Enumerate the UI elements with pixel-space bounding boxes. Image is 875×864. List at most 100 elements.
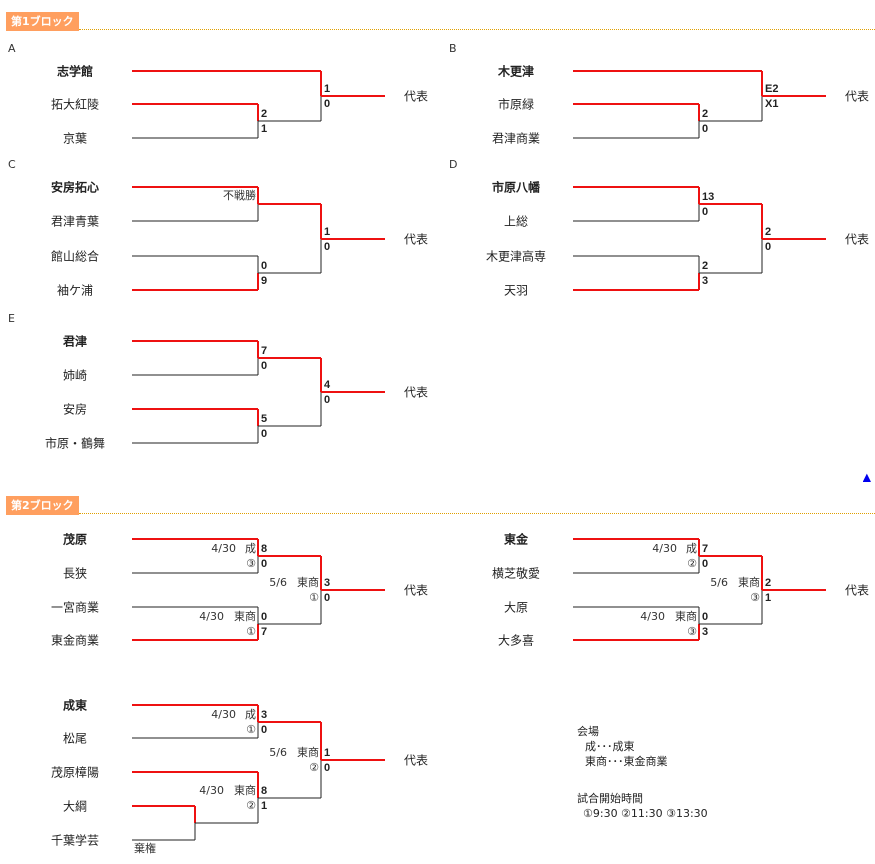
- team-name: 上総: [503, 214, 528, 229]
- score-bottom: 0: [702, 123, 709, 135]
- score-bottom: 3: [702, 275, 709, 287]
- match-venue: 成: [245, 542, 256, 555]
- score-top: 13: [702, 191, 715, 203]
- venue-item: 東商･･･東金商業: [585, 755, 668, 768]
- match-slot: ②: [246, 799, 256, 812]
- representative-label: 代表: [404, 753, 429, 768]
- match-venue: 東商: [675, 610, 697, 623]
- team-name: 茂原: [62, 532, 87, 547]
- team-name: 大多喜: [497, 633, 534, 648]
- match-slot: ②: [309, 761, 319, 774]
- score-top: 0: [261, 611, 268, 623]
- score-bottom: X1: [765, 98, 779, 110]
- team-name: 市原・鶴舞: [44, 436, 105, 451]
- match-slot: ③: [750, 591, 760, 604]
- score-top: 1: [324, 747, 331, 759]
- score-bottom: 0: [702, 558, 709, 570]
- score-bottom: 0: [261, 428, 268, 440]
- team-name: 一宮商業: [50, 600, 99, 615]
- team-name: 長狭: [62, 566, 87, 581]
- score-bottom: 0: [765, 241, 772, 253]
- match-venue: 東商: [234, 784, 256, 797]
- match-venue: 東商: [297, 746, 319, 759]
- score-bottom: 0: [261, 558, 268, 570]
- team-name: 君津: [62, 334, 87, 349]
- group-label: D: [449, 158, 458, 171]
- team-name: 東金商業: [50, 633, 99, 648]
- representative-label: 代表: [404, 232, 429, 247]
- team-name: 志学館: [56, 64, 93, 79]
- match-date: 5/6: [269, 746, 287, 759]
- team-name: 千葉学芸: [50, 833, 99, 848]
- representative-label: 代表: [404, 385, 429, 400]
- score-top: 7: [261, 345, 268, 357]
- score-top: 2: [261, 108, 268, 120]
- match-date: 5/6: [269, 576, 287, 589]
- score-bottom: 1: [765, 592, 772, 604]
- representative-label: 代表: [845, 232, 870, 247]
- team-name: 茂原樟陽: [50, 765, 99, 780]
- score-bottom: 0: [702, 206, 709, 218]
- match-slot: ①: [309, 591, 319, 604]
- team-name: 成東: [62, 698, 87, 713]
- group-label: A: [8, 42, 16, 55]
- score-top: 0: [261, 260, 268, 272]
- block-2-divider: [78, 513, 875, 514]
- team-name: 天羽: [503, 283, 528, 298]
- back-to-top-link[interactable]: ▲: [863, 472, 871, 483]
- score-top: 1: [324, 226, 331, 238]
- match-slot: ③: [687, 625, 697, 638]
- block-1-header: 第1ブロック: [6, 12, 875, 31]
- representative-label: 代表: [845, 89, 870, 104]
- score-top: 2: [765, 226, 772, 238]
- team-name: 館山総合: [50, 249, 99, 264]
- representative-label: 代表: [404, 89, 429, 104]
- match-date: 4/30: [199, 784, 224, 797]
- score-bottom: 9: [261, 275, 268, 287]
- score-top: 3: [261, 709, 268, 721]
- team-name: 安房拓心: [50, 180, 99, 195]
- score-bottom: 0: [324, 241, 331, 253]
- match-slot: ③: [246, 557, 256, 570]
- venue-title: 会場: [577, 725, 599, 738]
- score-bottom: 0: [324, 762, 331, 774]
- score-top: 4: [324, 379, 331, 391]
- score-bottom: 7: [261, 626, 268, 638]
- score-top: 7: [702, 543, 709, 555]
- team-name: 木更津: [497, 64, 534, 79]
- match-date: 4/30: [199, 610, 224, 623]
- team-name: 拓大紅陵: [50, 97, 99, 112]
- team-name: 東金: [503, 532, 528, 547]
- team-name: 松尾: [62, 731, 87, 746]
- team-name: 京葉: [62, 131, 87, 146]
- score-top: 2: [702, 260, 709, 272]
- representative-label: 代表: [404, 583, 429, 598]
- score-top: 2: [765, 577, 772, 589]
- team-name: 横芝敬愛: [491, 566, 540, 581]
- score-bottom: 0: [324, 394, 331, 406]
- team-name: 大綱: [62, 799, 87, 814]
- team-name: 君津商業: [491, 131, 540, 146]
- score-bottom: 0: [261, 360, 268, 372]
- match-venue: 成: [686, 542, 697, 555]
- match-slot: ①: [246, 723, 256, 736]
- block-2-header: 第2ブロック: [6, 496, 875, 515]
- triangle-up-icon: ▲: [863, 472, 871, 483]
- block-2-title: 第2ブロック: [6, 496, 79, 515]
- team-name: 市原緑: [497, 97, 534, 112]
- group-label: E: [8, 312, 15, 325]
- score-top: 0: [702, 611, 709, 623]
- block-1-divider: [78, 29, 875, 30]
- score-bottom: 0: [261, 724, 268, 736]
- start-times: ①9:30 ②11:30 ③13:30: [583, 807, 708, 820]
- start-time-title: 試合開始時間: [577, 792, 643, 805]
- score-bottom: 3: [702, 626, 709, 638]
- score-bottom: 0: [324, 592, 331, 604]
- venue-item: 成･･･成東: [585, 740, 635, 753]
- score-top: E2: [765, 83, 779, 95]
- block-1-title: 第1ブロック: [6, 12, 79, 31]
- match-date: 4/30: [211, 708, 236, 721]
- match-venue: 東商: [738, 576, 760, 589]
- forfeit-note: 棄権: [134, 842, 156, 855]
